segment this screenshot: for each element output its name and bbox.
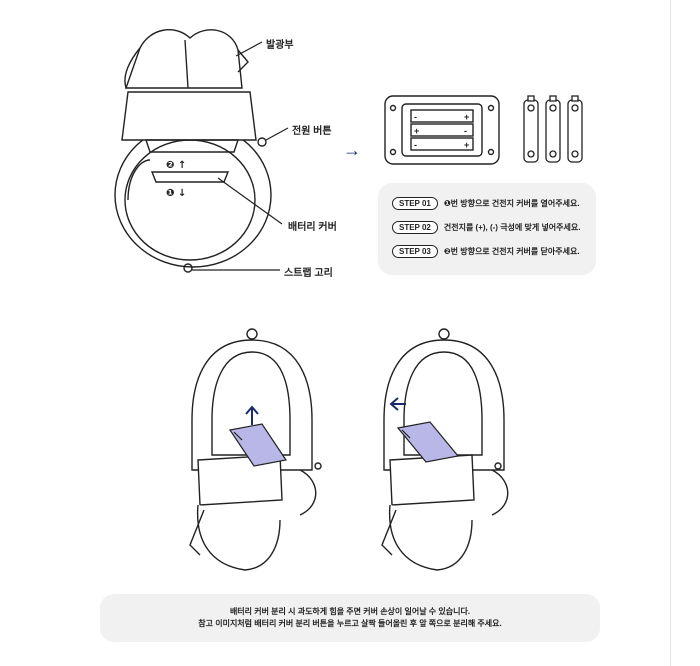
page-edge-line — [670, 0, 671, 666]
step-text-2: 건전지를 (+), (-) 극성에 맞게 넣어주세요. — [443, 223, 581, 232]
label-strap-ring: 스트랩 고리 — [284, 268, 333, 279]
caution-note-panel: 배터리 커버 분리 시 과도하게 힘을 주면 커버 손상이 일어날 수 있습니다… — [100, 594, 600, 642]
steps-panel: STEP 01 ❶번 방향으로 건전지 커버를 열어주세요. STEP 02 건… — [378, 183, 596, 275]
step-text-1: ❶번 방향으로 건전지 커버를 열어주세요. — [443, 199, 580, 208]
step-text-3: ❷번 방향으로 건전지 커버를 닫아주세요. — [443, 247, 580, 256]
battery-cover-pulled — [396, 421, 460, 463]
polarity-row2-right: - — [464, 126, 467, 136]
step-row-1: STEP 01 ❶번 방향으로 건전지 커버를 열어주세요. — [392, 197, 580, 210]
step-row-3: STEP 03 ❷번 방향으로 건전지 커버를 닫아주세요. — [392, 245, 580, 258]
label-light-part: 발광부 — [266, 40, 294, 51]
battery-2 — [545, 95, 561, 163]
polarity-marks: - + + - - + — [414, 112, 469, 150]
step-tag-1: STEP 01 — [392, 197, 438, 210]
battery-compartment-illustration — [384, 95, 500, 165]
power-button-shape — [257, 137, 267, 147]
polarity-row1-right: + — [464, 112, 469, 122]
note-line-2: 참고 이미지처럼 배터리 커버 분리 버튼을 누르고 살짝 들어올린 후 앞 쪽… — [198, 619, 502, 628]
note-line-1: 배터리 커버 분리 시 과도하게 힘을 주면 커버 손상이 일어날 수 있습니다… — [229, 607, 471, 616]
pull-arrow — [389, 397, 406, 411]
lift-arrow — [245, 405, 259, 425]
step-row-2: STEP 02 건전지를 (+), (-) 극성에 맞게 넣어주세요. — [392, 221, 580, 234]
polarity-row3-left: - — [414, 140, 417, 150]
battery-cover-lifted — [228, 423, 288, 467]
direction-close: ❶ ↓ — [166, 188, 186, 199]
device-back-illustration-lift — [189, 328, 322, 571]
step-tag-2: STEP 02 — [392, 221, 438, 234]
polarity-row3-right: + — [464, 140, 469, 150]
step-tag-3: STEP 03 — [392, 245, 438, 258]
battery-3 — [567, 95, 583, 163]
batteries-illustration — [523, 95, 583, 163]
cover-directions: ❷ ↑ ❶ ↓ — [166, 160, 186, 199]
device-front-illustration — [114, 29, 272, 273]
strap-ring-shape — [183, 263, 193, 273]
polarity-row1-left: - — [414, 112, 417, 122]
flow-arrow-icon: → — [343, 140, 361, 160]
direction-open: ❷ ↑ — [166, 160, 186, 171]
battery-1 — [523, 95, 539, 163]
label-battery-cover: 배터리 커버 — [288, 222, 337, 233]
label-power-button: 전원 버튼 — [292, 126, 332, 137]
callout-leaders — [192, 41, 289, 271]
polarity-row2-left: + — [414, 126, 419, 136]
